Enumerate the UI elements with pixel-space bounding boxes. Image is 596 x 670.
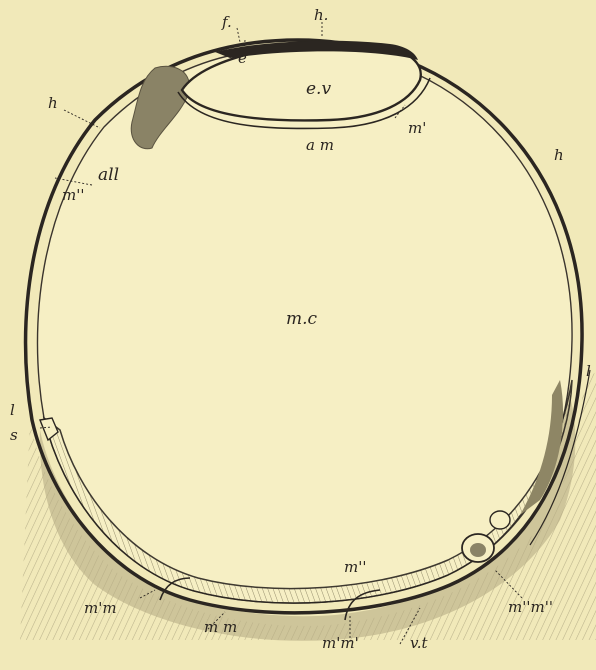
label-m-dprime-left: m''	[62, 186, 84, 204]
label-f: f.	[221, 13, 232, 31]
vesicle-cluster-c	[470, 543, 486, 557]
label-l-right: l	[586, 362, 591, 380]
label-mm-left: m'm	[84, 599, 117, 617]
label-mm-center: m m	[204, 618, 237, 636]
label-am: a m	[306, 136, 334, 154]
label-all: all	[98, 165, 119, 185]
label-h-right: h	[554, 146, 564, 164]
label-mm-bottom: m'm'	[322, 634, 359, 652]
label-e: e	[238, 49, 247, 67]
vesicle-ev	[182, 43, 421, 120]
vesicle-cluster-b	[490, 511, 510, 529]
label-ev: e.v	[306, 79, 331, 99]
label-mm-right: m''m''	[508, 598, 553, 616]
label-l-left: l	[10, 401, 15, 419]
label-h-top: h.	[314, 6, 328, 24]
label-s: s	[10, 426, 18, 444]
label-m-prime-top: m'	[408, 119, 426, 137]
label-h-left: h	[48, 94, 58, 112]
label-m-dprime-bottom: m''	[344, 558, 366, 576]
label-mc: m.c	[286, 309, 318, 329]
label-vt: v.t	[410, 634, 428, 652]
